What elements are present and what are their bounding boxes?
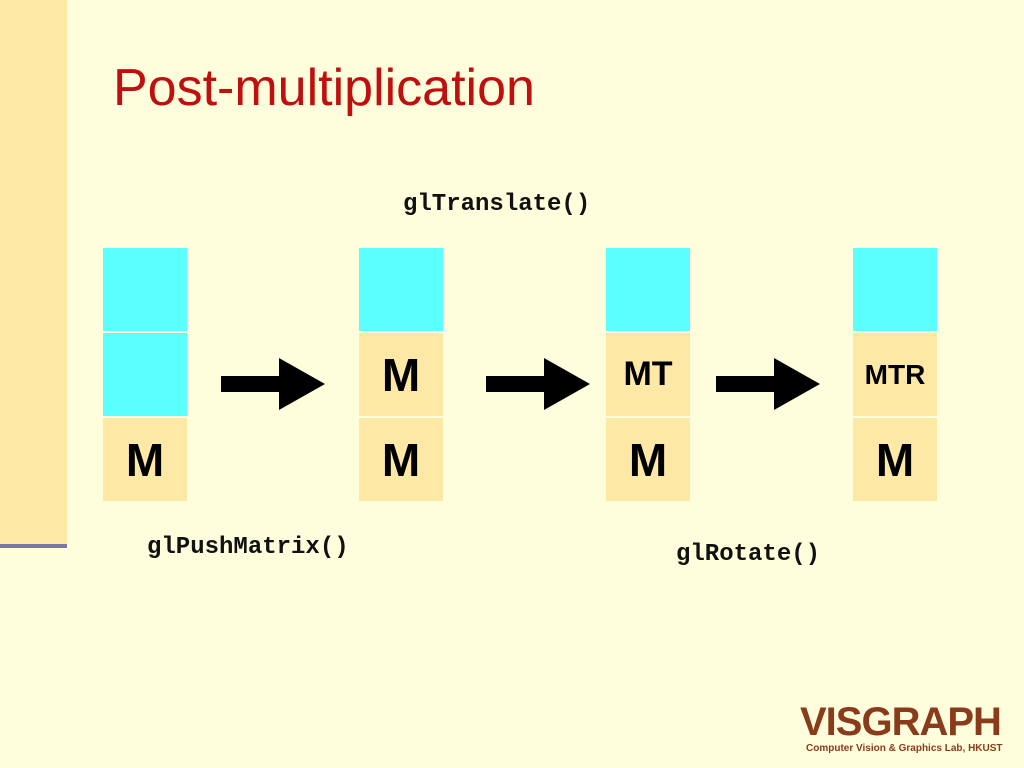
matrix-stack-4: MTR M [853,248,937,503]
stack-cell-empty [103,248,187,331]
right-arrow-icon [486,358,590,410]
stack-cell-matrix: MT [606,333,690,416]
visgraph-logo: VISGRAPH Computer Vision & Graphics Lab,… [800,702,1006,758]
right-arrow-icon [221,358,325,410]
glpushmatrix-label: glPushMatrix() [147,534,349,561]
stack-cell-empty [359,248,443,331]
stack-cell-matrix: M [606,418,690,501]
glrotate-label: glRotate() [676,541,821,568]
stack-cell-empty [606,248,690,331]
sidebar-divider [0,544,67,548]
sidebar-decoration [0,0,67,545]
stack-cell-matrix: M [853,418,937,501]
gltranslate-label: glTranslate() [403,191,591,218]
right-arrow-icon [716,358,820,410]
stack-cell-matrix: M [359,418,443,501]
stack-cell-empty [103,333,187,416]
logo-subtitle: Computer Vision & Graphics Lab, HKUST [806,743,1003,754]
matrix-stack-2: M M [359,248,443,503]
stack-cell-matrix: M [359,333,443,416]
logo-wordmark: VISGRAPH [800,700,1002,744]
matrix-stack-3: MT M [606,248,690,503]
matrix-stack-1: M [103,248,187,503]
stack-cell-empty [853,248,937,331]
slide-title: Post-multiplication [113,59,535,117]
stack-cell-matrix: M [103,418,187,501]
stack-cell-matrix: MTR [853,333,937,416]
